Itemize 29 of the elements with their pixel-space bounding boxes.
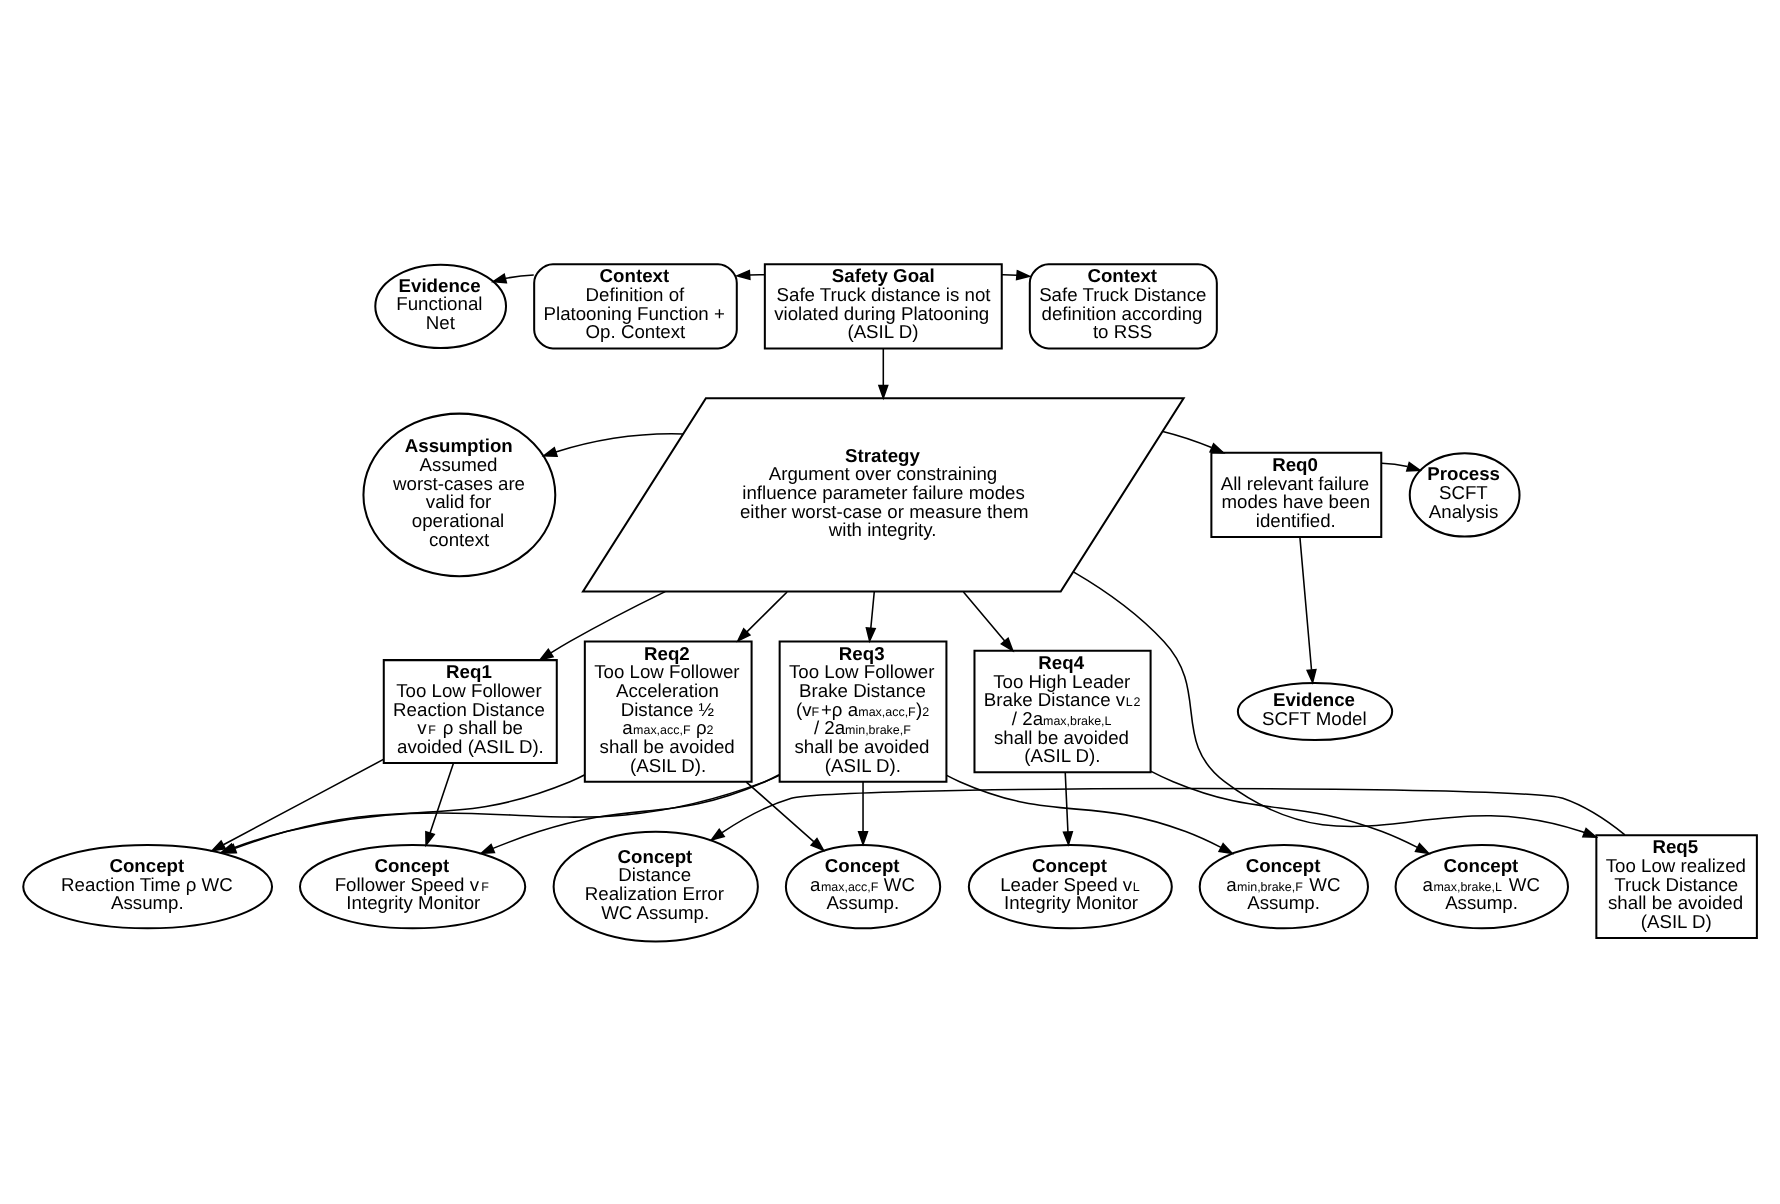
arrow bbox=[1062, 771, 1074, 846]
arrow bbox=[736, 590, 788, 642]
node-box: Context Safe Truck Distance definition according to RSS bbox=[1028, 262, 1218, 349]
arrow bbox=[1149, 769, 1431, 854]
arrow bbox=[541, 431, 684, 456]
arrow bbox=[877, 346, 889, 400]
node-ellipse: Concept Distance Realization Error WC Assump. bbox=[552, 829, 759, 942]
arrow bbox=[1073, 570, 1599, 837]
arrow bbox=[479, 772, 780, 854]
node-ellipse: Evidence SCFT Model bbox=[1236, 681, 1394, 741]
arrow bbox=[857, 780, 869, 846]
arrow bbox=[1299, 535, 1317, 684]
arrow bbox=[538, 589, 666, 661]
node-box: Safety Goal Safe Truck distance is not violated during Platooning (ASIL D) bbox=[763, 262, 1003, 349]
arrow bbox=[425, 761, 455, 847]
arrow bbox=[1001, 268, 1032, 280]
arrow bbox=[709, 786, 1626, 841]
arrow bbox=[490, 272, 535, 283]
node-box: Req5 Too Low realized Truck Distance shall be avoided (ASIL D) bbox=[1595, 833, 1758, 939]
arrow bbox=[962, 590, 1015, 652]
node-box: Req0 All relevant failure modes have been identified. bbox=[1210, 450, 1383, 537]
arrow bbox=[1381, 460, 1423, 471]
node-box: Context Definition of Platooning Function + Op. Context bbox=[533, 262, 738, 349]
arrow bbox=[865, 590, 877, 643]
arrow bbox=[1162, 429, 1226, 453]
arrow bbox=[734, 268, 766, 280]
arrow bbox=[745, 780, 826, 851]
node-ellipse: Process SCFT Analysis bbox=[1408, 451, 1521, 537]
arrow bbox=[945, 773, 1235, 854]
